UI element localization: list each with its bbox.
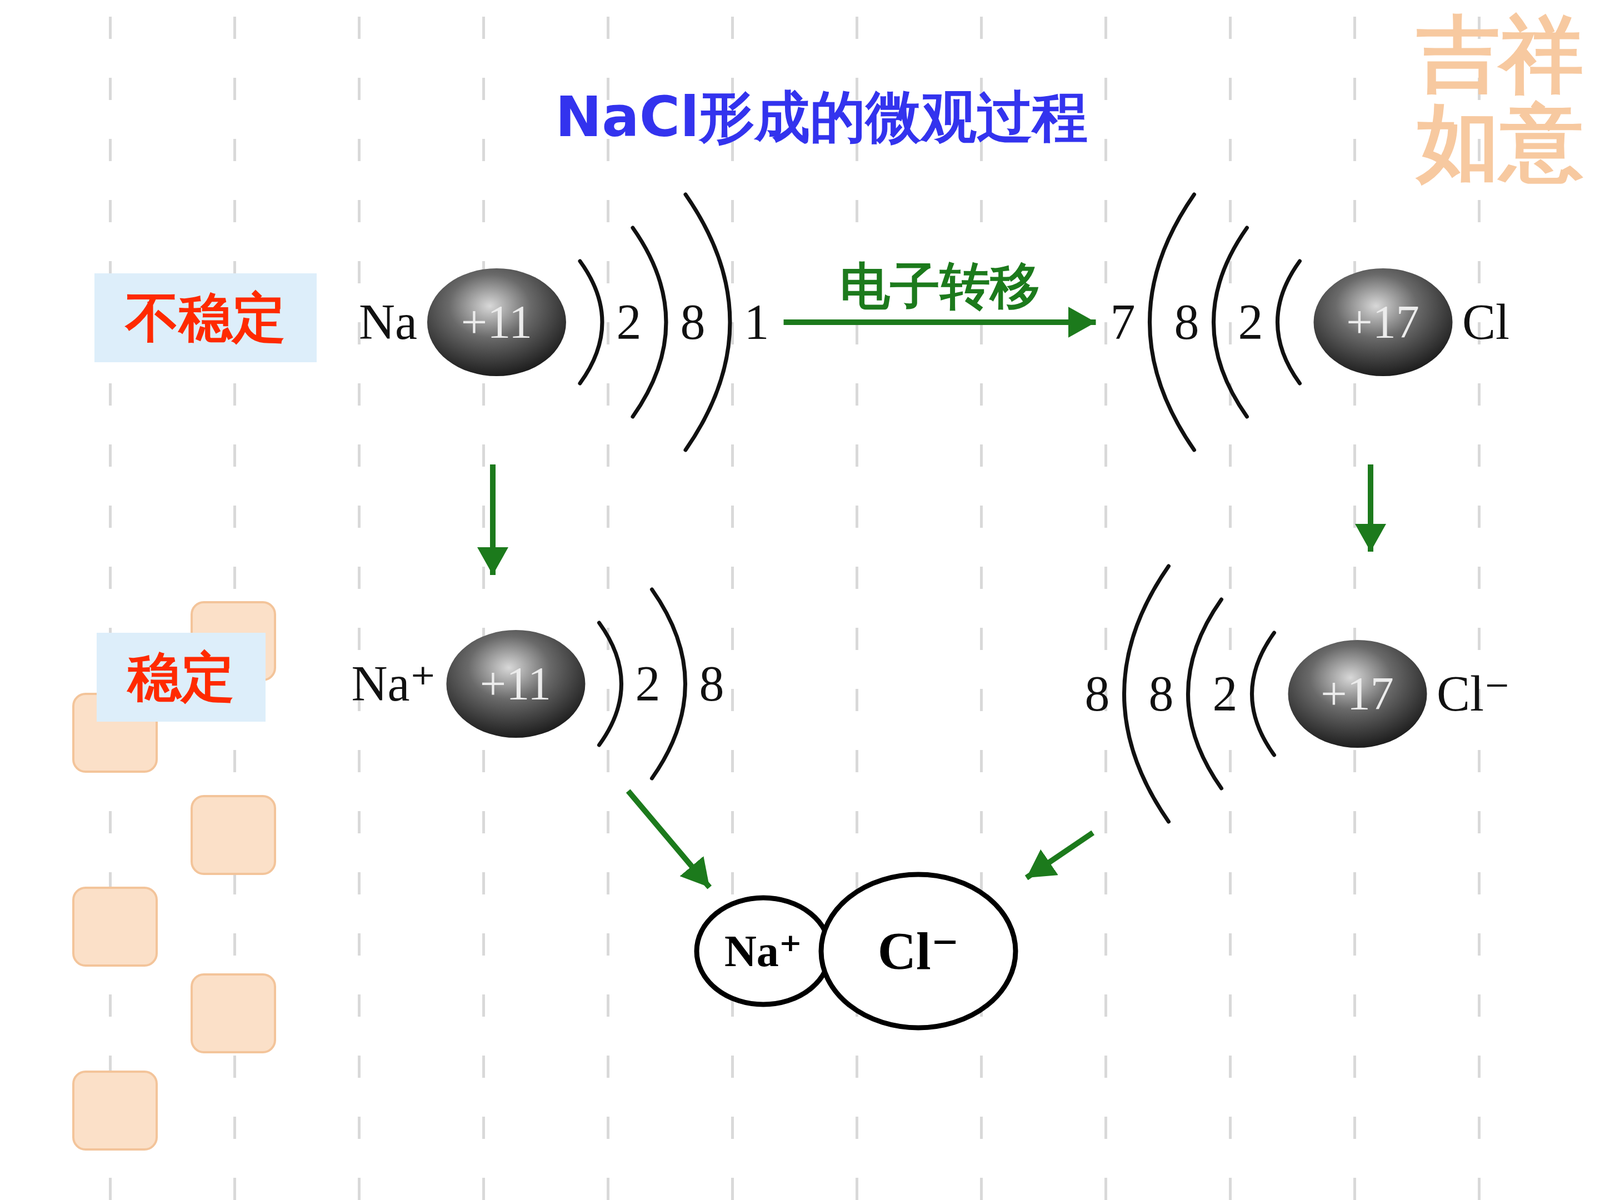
state-label: 稳定	[127, 650, 235, 704]
element-symbol: Cl	[1462, 297, 1510, 348]
nuclear-charge: +17	[1346, 298, 1419, 346]
ion-symbol: Na⁺	[724, 928, 803, 974]
nucleus	[1287, 640, 1427, 748]
chlorine-atom-outline	[1103, 187, 1517, 457]
shell-electron-count: 2	[616, 297, 642, 348]
chlorine-atom: 782 +17 Cl	[1103, 187, 1517, 457]
electron-shell	[598, 622, 622, 745]
ion-symbol: Cl⁻	[877, 924, 960, 978]
shell-electron-count: 7	[1110, 297, 1136, 348]
state-label: 不稳定	[125, 291, 286, 345]
transition-arrow	[783, 319, 1097, 325]
shell-electron-count: 8	[1085, 668, 1110, 719]
electron-shell	[1251, 632, 1274, 755]
ion-outline	[821, 874, 1016, 1028]
nuclear-charge: +11	[461, 298, 533, 346]
element-symbol: Cl⁻	[1436, 668, 1511, 719]
shell-electron-count: 2	[1212, 668, 1238, 719]
electron-shell	[580, 261, 603, 384]
nuclear-charge: +17	[1320, 670, 1394, 718]
transition-arrow	[1367, 464, 1374, 552]
sodium-ion: Na⁺ +11 28	[345, 582, 732, 785]
transition-arrow	[1026, 832, 1094, 878]
ion-outline	[696, 897, 830, 1005]
ion-circle: Cl⁻	[816, 870, 1020, 1033]
shell-electron-count: 8	[699, 658, 725, 709]
nucleus	[1313, 268, 1453, 377]
state-tag: 不稳定	[94, 273, 317, 363]
transition-arrow	[490, 464, 496, 575]
shell-electron-count: 8	[1174, 297, 1200, 348]
element-symbol: Na	[358, 297, 418, 348]
state-tag: 稳定	[96, 632, 266, 722]
shell-electron-count: 2	[635, 658, 661, 709]
electron-shell	[1277, 261, 1300, 384]
nucleus	[427, 268, 567, 377]
transition-arrow	[628, 791, 710, 888]
shell-electron-count: 8	[1148, 668, 1174, 719]
ion-circle: Na⁺	[692, 893, 835, 1009]
element-symbol: Na⁺	[351, 658, 437, 709]
shell-electron-count: 8	[680, 297, 706, 348]
chloride-ion: 882+17Cl⁻	[1078, 559, 1518, 829]
seal-decoration	[73, 602, 275, 1150]
shell-electron-count: 2	[1238, 297, 1264, 348]
watermark: 吉祥如意	[1416, 11, 1584, 187]
sodium-atom: Na +11 281	[352, 187, 776, 457]
edge-label: 电子转移	[836, 261, 1044, 312]
title: NaCl形成的微观过程	[555, 89, 1089, 145]
nuclear-charge: +11	[480, 660, 552, 708]
nucleus	[446, 630, 585, 738]
shell-electron-count: 1	[744, 297, 770, 348]
